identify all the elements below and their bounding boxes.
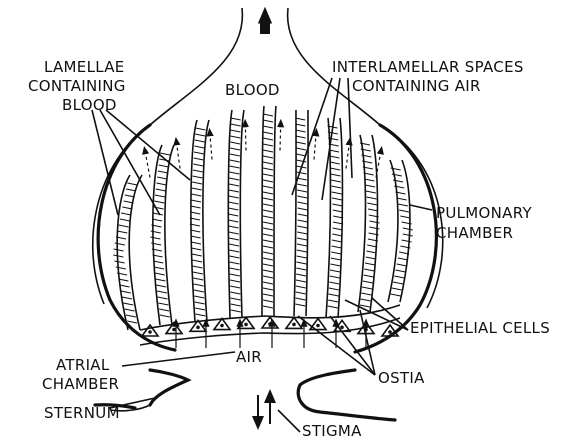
lamella-edge (240, 110, 244, 318)
lamella-rungs (228, 118, 240, 312)
lamellae-group (113, 106, 412, 330)
label-blood: BLOOD (225, 81, 280, 99)
lamella-rungs (263, 114, 273, 308)
epithelial-nucleus (196, 325, 200, 329)
lamella-edge (294, 110, 296, 316)
blood-arrow (210, 132, 212, 160)
epithelial-nucleus (244, 323, 248, 327)
label-epithelial-cells: EPITHELIAL CELLS (410, 319, 550, 337)
epithelial-nucleus (292, 323, 296, 327)
epithelial-nucleus (316, 324, 320, 328)
epithelial-nucleus (220, 324, 224, 328)
blood-arrow (280, 123, 281, 151)
label-stigma: STIGMA (302, 422, 362, 439)
atrial-chamber-structure (95, 370, 395, 420)
lamella-edge (117, 175, 130, 330)
label-atrial-2: CHAMBER (42, 375, 119, 393)
pulmonary-chamber-wall (93, 125, 443, 352)
label-pulmonary-1: PULMONARY (436, 204, 532, 222)
lamella-edge (191, 120, 197, 322)
epithelial-nucleus (172, 328, 176, 332)
blood-arrow (145, 150, 150, 178)
lamella-edge (370, 135, 377, 312)
label-pulmonary-2: CHAMBER (436, 224, 513, 242)
lamella-edge (262, 106, 264, 316)
lamella-edge (274, 106, 276, 316)
label-lamellae-1: LAMELLAE (44, 58, 125, 76)
label-air: AIR (236, 348, 262, 366)
label-atrial-1: ATRIAL (56, 356, 110, 374)
label-ostia: OSTIA (378, 369, 425, 387)
epithelial-nucleus (268, 322, 272, 326)
lamella-edge (306, 110, 308, 316)
lamella-rungs (295, 118, 307, 306)
label-lamellae-3: BLOOD (62, 96, 117, 114)
blood-arrow (245, 123, 246, 151)
label-interlamellar-2: CONTAINING AIR (352, 77, 481, 95)
blood-arrow (176, 141, 180, 169)
epithelial-nucleus (340, 325, 344, 329)
label-interlamellar-1: INTERLAMELLAR SPACES (332, 58, 524, 76)
blood-arrow (346, 141, 350, 169)
epithelial-nucleus (388, 330, 392, 334)
stigma-air-arrows (258, 395, 270, 424)
lamella-edge (129, 175, 142, 330)
blood-arrow (314, 132, 316, 160)
lamella-edge (165, 145, 174, 325)
lamella-edge (388, 160, 398, 302)
label-sternum: STERNUM (44, 404, 120, 422)
epithelial-nucleus (148, 330, 152, 334)
label-lamellae-2: CONTAINING (28, 77, 126, 95)
